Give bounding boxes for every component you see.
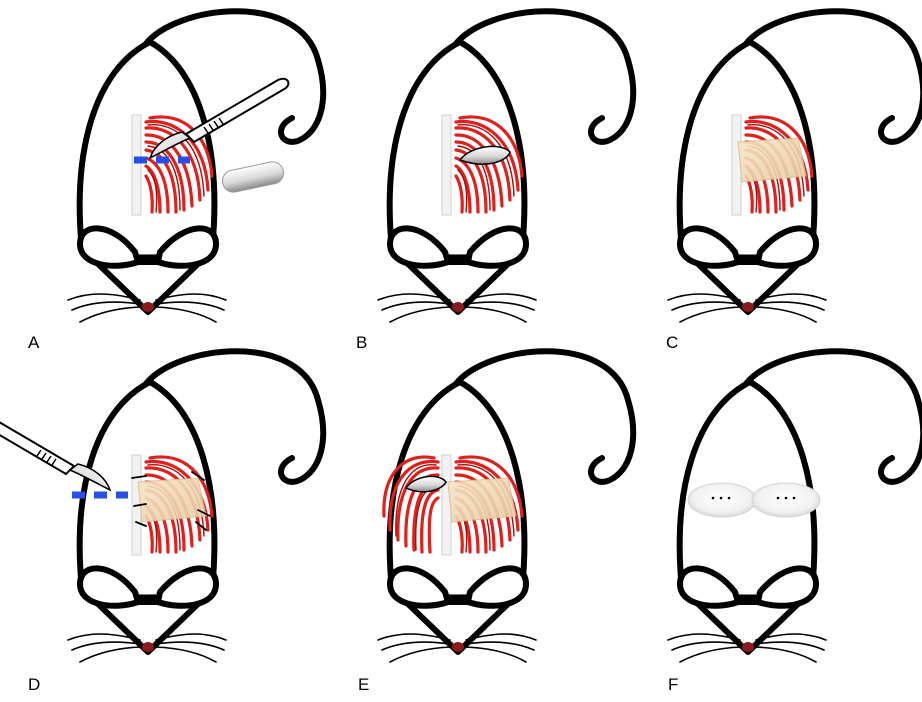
panel-e: E [358, 351, 633, 694]
closed-implant-site-left [688, 483, 756, 517]
panel-label-e: E [358, 675, 369, 694]
implant-pad [220, 160, 285, 194]
mesh-patch [138, 478, 206, 522]
panel-d: D [0, 351, 323, 694]
panel-b: B [356, 11, 633, 352]
panel-f: F [668, 351, 922, 694]
mesh-patch [738, 138, 806, 182]
panel-label-c: C [666, 333, 678, 352]
panel-label-d: D [28, 675, 40, 694]
mesh-patch [448, 478, 516, 522]
panel-label-f: F [668, 675, 678, 694]
closed-implant-site-right [752, 483, 820, 517]
panel-label-b: B [356, 333, 367, 352]
panel-a: A [28, 11, 323, 352]
panel-c: C [666, 11, 922, 352]
panel-label-a: A [28, 333, 40, 352]
